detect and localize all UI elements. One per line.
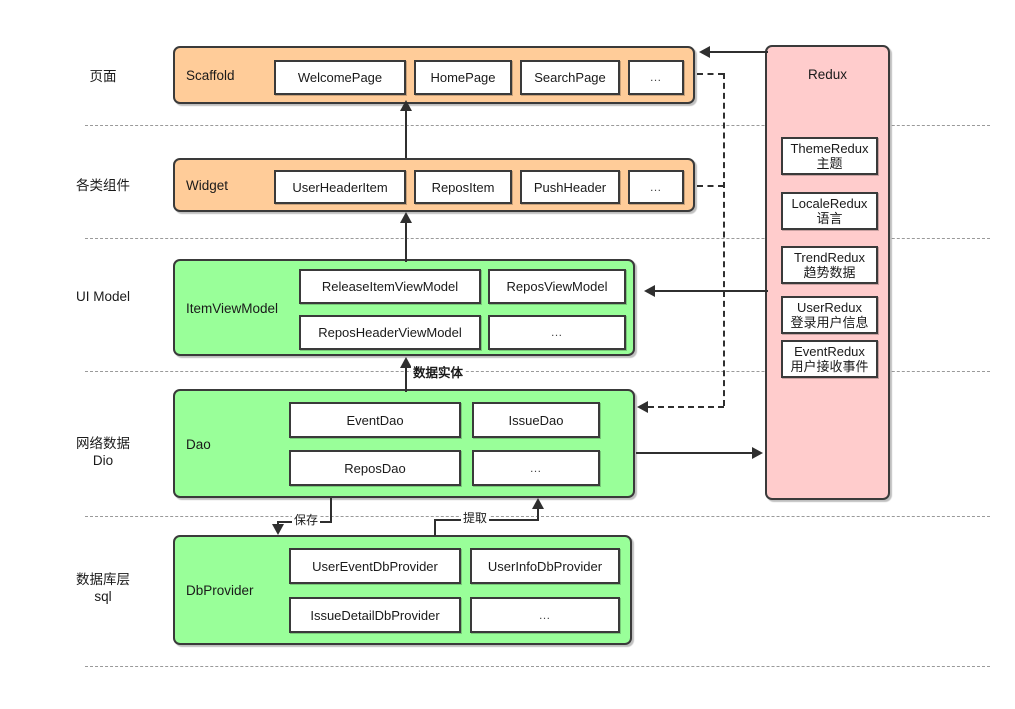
item-issue-detail-db-provider[interactable]: IssueDetailDbProvider (289, 597, 461, 633)
item-home-page[interactable]: HomePage (414, 60, 512, 95)
item-dao-more[interactable]: … (472, 450, 600, 486)
row-label-ui-model: UI Model (75, 289, 131, 304)
group-scaffold[interactable]: Scaffold WelcomePage HomePage SearchPage… (173, 46, 695, 104)
group-db-provider-title: DbProvider (186, 583, 254, 598)
connector-viewmodel-to-widget-arrow (400, 212, 412, 223)
item-view-model-more[interactable]: … (488, 315, 626, 350)
connector-redux-to-scaffold-line (710, 51, 768, 53)
group-widget-title: Widget (186, 178, 229, 193)
item-user-redux[interactable]: UserRedux 登录用户信息 (781, 296, 878, 334)
group-item-view-model[interactable]: ItemViewModel ReleaseItemViewModel Repos… (173, 259, 635, 356)
item-user-event-db-provider[interactable]: UserEventDbProvider (289, 548, 461, 584)
connector-fetch-arrow (532, 498, 544, 509)
item-event-dao[interactable]: EventDao (289, 402, 461, 438)
connector-dao-to-redux-arrow (752, 447, 763, 459)
item-push-header[interactable]: PushHeader (520, 170, 620, 204)
item-release-item-view-model[interactable]: ReleaseItemViewModel (299, 269, 481, 304)
item-welcome-page[interactable]: WelcomePage (274, 60, 406, 95)
item-search-page[interactable]: SearchPage (520, 60, 620, 95)
item-scaffold-more[interactable]: … (628, 60, 684, 95)
item-user-header-item[interactable]: UserHeaderItem (274, 170, 406, 204)
edge-label-data-entity: 数据实体 (411, 362, 466, 381)
connector-widget-to-scaffold-line (405, 108, 407, 158)
connector-fetch-vline-right (537, 508, 539, 521)
item-repos-view-model[interactable]: ReposViewModel (488, 269, 626, 304)
item-event-redux[interactable]: EventRedux 用户接收事件 (781, 340, 878, 378)
connector-dashed-dao-arrow (637, 401, 648, 413)
group-dao[interactable]: Dao EventDao IssueDao ReposDao … (173, 389, 635, 498)
group-db-provider[interactable]: DbProvider UserEventDbProvider UserInfoD… (173, 535, 632, 645)
separator-bottom (85, 666, 990, 667)
connector-save-vline-right (330, 498, 332, 523)
group-redux-title: Redux (807, 67, 848, 82)
connector-viewmodel-to-widget-line (405, 220, 407, 262)
connector-redux-to-viewmodel-line (655, 290, 768, 292)
group-item-view-model-title: ItemViewModel (186, 301, 279, 316)
connector-dashed-bus-vertical (723, 73, 725, 406)
row-label-database: 数据库层 sql (76, 572, 130, 604)
connector-dao-to-viewmodel-arrow (400, 357, 412, 368)
connector-fetch-vline-left (434, 519, 436, 536)
connector-redux-to-viewmodel-arrow (644, 285, 655, 297)
connector-dashed-scaffold-stub (697, 73, 724, 75)
row-label-widget: 各类组件 (76, 178, 130, 193)
group-widget[interactable]: Widget UserHeaderItem ReposItem PushHead… (173, 158, 695, 212)
item-issue-dao[interactable]: IssueDao (472, 402, 600, 438)
connector-dashed-dao-stub (648, 406, 724, 408)
separator-page-widget (85, 125, 990, 126)
item-repos-header-view-model[interactable]: ReposHeaderViewModel (299, 315, 481, 350)
edge-label-save: 保存 (292, 511, 321, 528)
edge-label-fetch: 提取 (461, 509, 490, 526)
item-widget-more[interactable]: … (628, 170, 684, 204)
connector-dao-to-redux-line (636, 452, 754, 454)
item-user-info-db-provider[interactable]: UserInfoDbProvider (470, 548, 620, 584)
connector-widget-to-scaffold-arrow (400, 100, 412, 111)
item-repos-dao[interactable]: ReposDao (289, 450, 461, 486)
connector-save-arrow (272, 524, 284, 535)
separator-uimodel-dao (85, 371, 990, 372)
connector-dao-to-viewmodel-line (405, 368, 407, 392)
separator-widget-uimodel (85, 238, 990, 239)
group-dao-title: Dao (186, 437, 211, 452)
connector-dashed-widget-stub (697, 185, 724, 187)
group-redux[interactable]: Redux ThemeRedux 主题 LocaleRedux 语言 Trend… (765, 45, 890, 500)
row-label-page: 页面 (89, 69, 117, 84)
item-trend-redux[interactable]: TrendRedux 趋势数据 (781, 246, 878, 284)
connector-save-vline-left (277, 521, 279, 526)
item-theme-redux[interactable]: ThemeRedux 主题 (781, 137, 878, 175)
item-db-provider-more[interactable]: … (470, 597, 620, 633)
item-repos-item[interactable]: ReposItem (414, 170, 512, 204)
group-scaffold-title: Scaffold (186, 68, 235, 83)
connector-redux-to-scaffold-arrow (699, 46, 710, 58)
item-locale-redux[interactable]: LocaleRedux 语言 (781, 192, 878, 230)
row-label-network: 网络数据 Dio (76, 436, 130, 468)
